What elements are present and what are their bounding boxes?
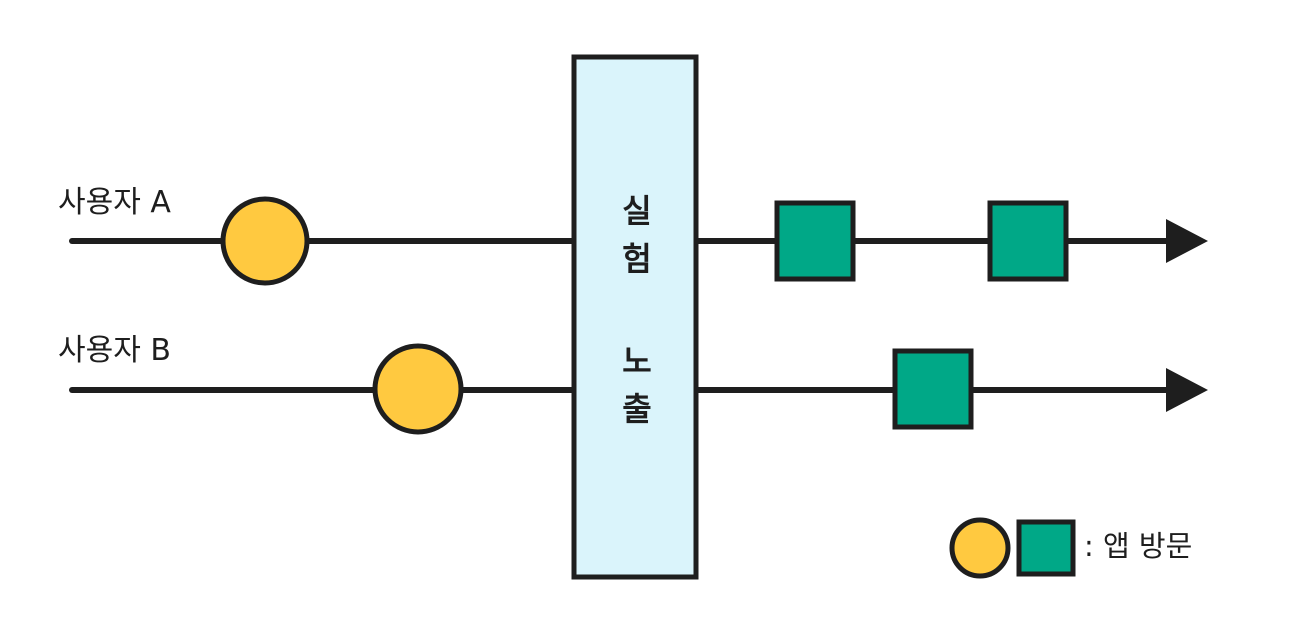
user-b-visit-circle bbox=[372, 343, 464, 435]
user-a-visit-square-1 bbox=[774, 200, 856, 282]
exposure-box bbox=[571, 54, 699, 580]
legend-square bbox=[1016, 519, 1076, 577]
user-a-label: 사용자 A bbox=[58, 185, 171, 220]
exposure-box-label: 실험 노출 bbox=[616, 194, 654, 440]
user-a-arrowhead bbox=[1166, 219, 1208, 263]
exposure-box-label-container: 실험 노출 bbox=[574, 57, 696, 577]
user-b-visit-square-1 bbox=[892, 348, 974, 430]
user-a-visit-circle bbox=[220, 196, 310, 286]
user-a-visit-square-2 bbox=[987, 200, 1069, 282]
user-b-label: 사용자 B bbox=[58, 333, 171, 368]
legend-circle bbox=[949, 517, 1011, 579]
legend-label: : 앱 방문 bbox=[1084, 529, 1193, 563]
user-b-arrowhead bbox=[1166, 368, 1208, 412]
